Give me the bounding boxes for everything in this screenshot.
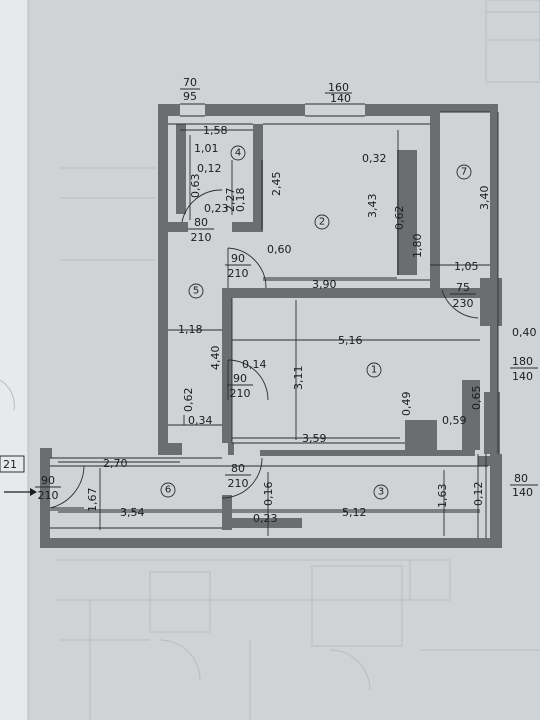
dim-1-01: 1,01 (194, 142, 219, 155)
dim-0-59: 0,59 (442, 414, 467, 427)
dim-1-18: 1,18 (178, 323, 203, 336)
dim-1-58: 1,58 (203, 124, 228, 137)
dim-3-54: 3,54 (120, 506, 145, 519)
room-number-2: 2 (319, 217, 325, 228)
room-marker-7 (456, 164, 472, 180)
dim-3-90: 3,90 (312, 278, 337, 291)
dim-0-62-b: 0,62 (182, 388, 195, 413)
dim-0-14: 0,14 (242, 358, 267, 371)
drafting-lines (50, 103, 499, 538)
window-label-right-2-w: 80 (514, 472, 528, 485)
dim-1-63: 1,63 (436, 484, 449, 509)
room-numbers: 4 2 7 5 1 6 3 (160, 145, 472, 500)
dim-0-12-a: 0,12 (197, 162, 222, 175)
room-number-5: 5 (193, 286, 199, 297)
room-marker-1 (366, 362, 382, 378)
dim-0-18: 0,18 (234, 188, 247, 213)
room-marker-2 (314, 214, 330, 230)
entry-arrow (4, 488, 37, 496)
dim-0-62-a: 0,62 (393, 206, 406, 231)
door-swings (49, 189, 479, 509)
dim-0-23-b: 0,23 (253, 512, 278, 525)
dim-0-16: 0,16 (262, 482, 275, 507)
room-number-1: 1 (371, 365, 377, 376)
room-marker-6 (160, 482, 176, 498)
dim-5-16: 5,16 (338, 334, 363, 347)
dimension-labels-vertical: 0,63 2,27 0,18 2,45 3,43 0,62 1,80 3,40 … (86, 172, 491, 513)
page-number-box: 21 (0, 455, 25, 473)
room-number-4: 4 (235, 148, 241, 159)
dim-0-60: 0,60 (267, 243, 292, 256)
door-labels: 80 210 90 210 90 210 75 230 90 210 80 21… (35, 216, 476, 502)
door-label-room4-h: 210 (191, 231, 212, 244)
dim-3-43: 3,43 (366, 194, 379, 219)
room-number-6: 6 (165, 485, 171, 496)
dim-0-49: 0,49 (400, 392, 413, 417)
door-label-entry-w: 90 (41, 474, 55, 487)
room-number-7: 7 (461, 167, 467, 178)
window-label-top-mid-h: 140 (330, 92, 351, 105)
door-label-room1-w: 90 (233, 372, 247, 385)
door-label-room2-w: 90 (231, 252, 245, 265)
dim-2-27: 2,27 (224, 188, 237, 213)
dimension-labels-horizontal: 1,58 1,01 0,12 0,23 0,32 0,60 3,90 1,05 … (103, 124, 537, 525)
window-label-right-2-h: 140 (512, 486, 533, 499)
page-number: 21 (3, 458, 17, 471)
dim-1-67: 1,67 (86, 488, 99, 513)
window-labels: 70 95 160 140 180 140 80 140 (180, 76, 538, 499)
room-marker-5 (188, 283, 204, 299)
door-label-room2-h: 210 (228, 267, 249, 280)
window-label-top-mid-w: 160 (328, 81, 349, 94)
dim-4-40: 4,40 (209, 346, 222, 371)
dim-0-63: 0,63 (189, 174, 202, 199)
dim-2-70: 2,70 (103, 457, 128, 470)
dim-3-59: 3,59 (302, 432, 327, 445)
dim-1-80: 1,80 (411, 234, 424, 259)
dim-0-12-b: 0,12 (472, 482, 485, 507)
dim-5-12: 5,12 (342, 506, 367, 519)
window-label-right-1-w: 180 (512, 355, 533, 368)
dim-0-34: 0,34 (188, 414, 213, 427)
door-label-room1-h: 210 (230, 387, 251, 400)
dim-0-40: 0,40 (512, 326, 537, 339)
door-label-room3-h: 210 (228, 477, 249, 490)
room-number-3: 3 (378, 487, 384, 498)
window-label-top-left-h: 95 (183, 90, 197, 103)
dim-0-32: 0,32 (362, 152, 387, 165)
door-label-room3-w: 80 (231, 462, 245, 475)
window-label-right-1-h: 140 (512, 370, 533, 383)
door-label-room7-w: 75 (456, 281, 470, 294)
door-label-entry-h: 210 (38, 489, 59, 502)
walls (40, 104, 502, 548)
window-label-top-left-w: 70 (183, 76, 197, 89)
dim-0-65: 0,65 (470, 386, 483, 411)
door-label-room4-w: 80 (194, 216, 208, 229)
dim-2-45: 2,45 (270, 172, 283, 197)
dim-1-05: 1,05 (454, 260, 479, 273)
door-label-room7-h: 230 (453, 297, 474, 310)
dim-3-11: 3,11 (292, 366, 305, 391)
dim-3-40: 3,40 (478, 186, 491, 211)
dim-0-23-a: 0,23 (204, 202, 229, 215)
room-marker-4 (230, 145, 246, 161)
room-marker-3 (373, 484, 389, 500)
paper-left-margin (0, 0, 28, 720)
